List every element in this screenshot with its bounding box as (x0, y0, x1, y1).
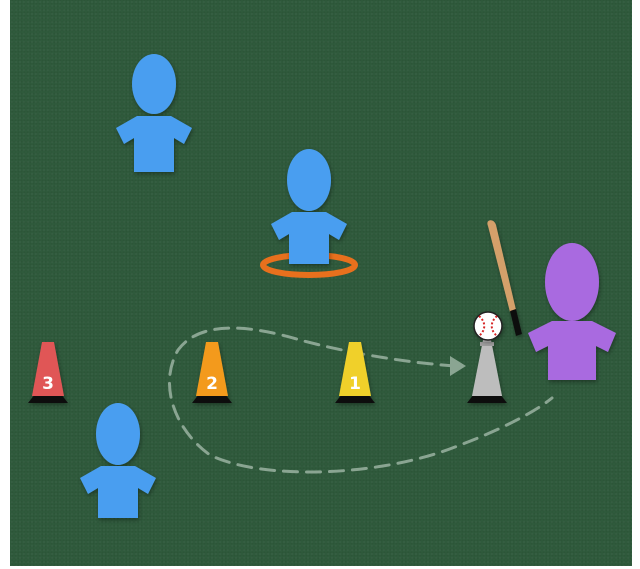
batter-icon (528, 243, 616, 380)
fielder-icon (116, 54, 192, 172)
cone-2: 2 (192, 342, 232, 403)
batting-tee-icon (467, 340, 507, 403)
fielder-icon (80, 403, 156, 518)
path-arrowhead (450, 356, 466, 376)
cone-2-label: 2 (206, 374, 218, 394)
cone-1-label: 1 (349, 374, 361, 394)
baseball-icon (474, 312, 502, 340)
cone-3: 3 (28, 342, 68, 403)
fielder-icon (271, 149, 347, 264)
cone-3-label: 3 (42, 374, 54, 394)
